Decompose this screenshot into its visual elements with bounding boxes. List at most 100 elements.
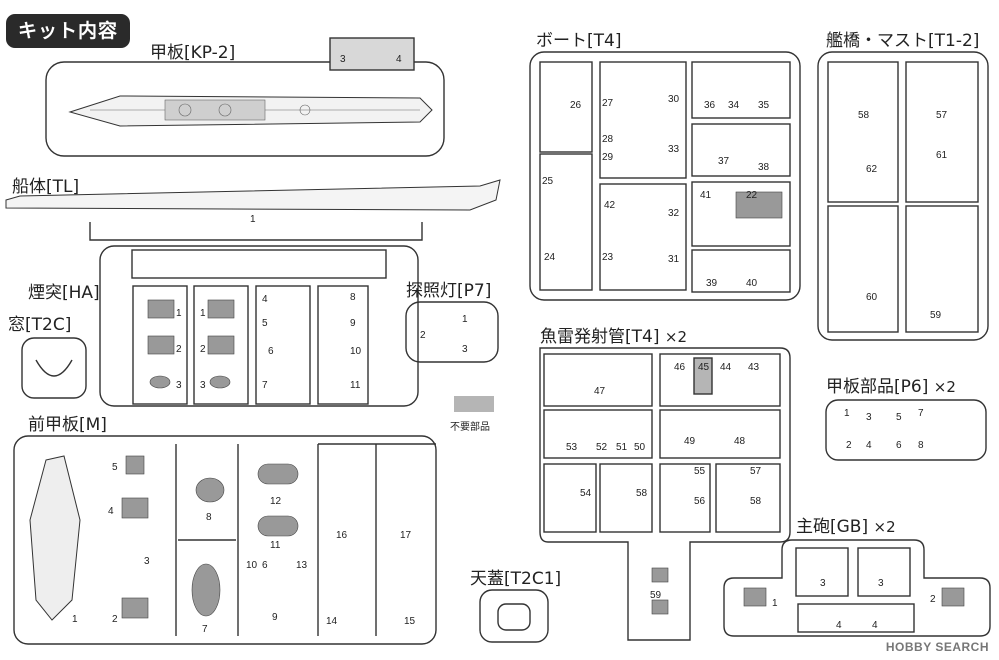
part-number-boat-5: 27: [602, 98, 614, 109]
deck-parts-sprue-frame: [825, 399, 987, 461]
part-number-funnel-0: 1: [176, 308, 182, 319]
main-gun-label: 主砲[GB] ×2: [796, 512, 896, 537]
part-number-torpedo-8: 51: [616, 442, 628, 453]
part-number-bridge_mast-4: 61: [936, 150, 948, 161]
searchlight-sprue-frame: [405, 301, 499, 363]
torpedo-multiplier: ×2: [664, 328, 687, 346]
deck-parts-label-text: 甲板部品[P6]: [826, 377, 929, 397]
part-number-foredeck-2: 3: [144, 556, 150, 567]
part-number-searchlight-1: 2: [420, 330, 426, 341]
part-number-boat-15: 37: [718, 156, 730, 167]
main-gun-multiplier: ×2: [873, 518, 896, 536]
part-number-foredeck-1: 2: [112, 614, 118, 625]
part-number-main_gun-4: 4: [836, 620, 842, 631]
torpedo-label: 魚雷発射管[T4] ×2: [540, 322, 687, 347]
part-number-foredeck-5: 6: [262, 560, 268, 571]
part-number-deck-0: 3: [340, 54, 346, 65]
part-number-torpedo-16: 58: [636, 488, 648, 499]
part-number-funnel-3: 1: [200, 308, 206, 319]
part-number-torpedo-1: 44: [720, 362, 732, 373]
foredeck-label: 前甲板[M]: [28, 415, 107, 435]
hull-part-shape: [5, 179, 501, 211]
window-label: 窓[T2C]: [8, 315, 72, 335]
part-number-foredeck-11: 12: [270, 496, 282, 507]
part-number-boat-2: 24: [544, 252, 556, 263]
bridge-mast-sprue-frame: [817, 51, 989, 341]
part-number-foredeck-10: 11: [270, 540, 281, 551]
part-number-funnel-2: 3: [176, 380, 182, 391]
unused-parts-label: 不要部品: [450, 422, 490, 433]
part-number-funnel-11: 9: [350, 318, 356, 329]
part-number-boat-13: 35: [758, 100, 770, 111]
part-number-torpedo-10: 53: [566, 442, 578, 453]
boat-label: ボート[T4]: [536, 31, 622, 51]
part-number-deck_parts-2: 3: [866, 412, 872, 423]
funnel-cell-3: [255, 285, 311, 405]
part-number-torpedo-14: 57: [750, 466, 762, 477]
part-number-boat-7: 29: [602, 152, 614, 163]
deck-label: 甲板[KP-2]: [150, 43, 236, 63]
unused-part-marker: [693, 357, 713, 395]
part-number-foredeck-3: 4: [108, 506, 114, 517]
part-number-torpedo-6: 49: [684, 436, 696, 447]
part-number-boat-17: 39: [706, 278, 718, 289]
part-number-boat-12: 34: [728, 100, 740, 111]
hull-label: 船体[TL]: [12, 177, 80, 197]
main-gun-label-text: 主砲[GB]: [796, 517, 869, 537]
part-number-torpedo-3: 46: [674, 362, 686, 373]
part-number-torpedo-2: 45: [698, 362, 710, 373]
part-number-boat-6: 28: [602, 134, 614, 145]
part-number-funnel-7: 5: [262, 318, 268, 329]
part-number-main_gun-1: 2: [930, 594, 936, 605]
part-number-boat-20: 42: [604, 200, 616, 211]
part-number-searchlight-0: 1: [462, 314, 468, 325]
part-number-torpedo-5: 48: [734, 436, 746, 447]
part-number-foredeck-7: 8: [206, 512, 212, 523]
part-number-deck_parts-3: 4: [866, 440, 872, 451]
boat-sprue-frame: [529, 51, 801, 301]
part-number-torpedo-15: 58: [750, 496, 762, 507]
part-number-deck_parts-6: 7: [918, 408, 924, 419]
part-number-deck_parts-5: 6: [896, 440, 902, 451]
part-number-foredeck-6: 7: [202, 624, 208, 635]
deck-parts-multiplier: ×2: [933, 378, 956, 396]
part-number-foredeck-8: 9: [272, 612, 278, 623]
part-number-torpedo-9: 52: [596, 442, 608, 453]
part-number-torpedo-4: 47: [594, 386, 606, 397]
canopy-sprue-frame: [479, 589, 549, 643]
part-number-foredeck-9: 10: [246, 560, 258, 571]
part-number-boat-16: 38: [758, 162, 770, 173]
part-number-deck-1: 4: [396, 54, 402, 65]
part-number-main_gun-5: 4: [872, 620, 878, 631]
bridge-mast-label: 艦橋・マスト[T1-2]: [826, 31, 980, 51]
part-number-boat-1: 23: [602, 252, 614, 263]
part-number-boat-19: 41: [700, 190, 712, 201]
deck-sprue-frame: [45, 61, 445, 157]
part-number-bridge_mast-3: 60: [866, 292, 878, 303]
part-number-boat-11: 33: [668, 144, 680, 155]
unused-parts-swatch: [454, 396, 494, 412]
part-number-hull-0: 1: [250, 214, 256, 225]
canopy-label: 天蓋[T2C1]: [470, 569, 562, 589]
torpedo-sprue-frame: [539, 347, 791, 641]
part-number-main_gun-3: 3: [878, 578, 884, 589]
part-number-boat-10: 32: [668, 208, 680, 219]
part-number-funnel-12: 10: [350, 346, 362, 357]
part-number-boat-0: 22: [746, 190, 758, 201]
part-number-deck_parts-1: 2: [846, 440, 852, 451]
part-number-funnel-1: 2: [176, 344, 182, 355]
part-number-foredeck-16: 17: [400, 530, 412, 541]
part-number-boat-8: 30: [668, 94, 680, 105]
part-number-funnel-13: 11: [350, 380, 361, 391]
part-number-deck_parts-7: 8: [918, 440, 924, 451]
kit-contents-title: キット内容: [6, 14, 130, 48]
part-number-torpedo-7: 50: [634, 442, 646, 453]
hull-sprue-frame: [89, 222, 423, 241]
window-sprue-frame: [21, 337, 87, 399]
part-number-torpedo-12: 55: [694, 466, 706, 477]
funnel-cell-2: [193, 285, 249, 405]
torpedo-label-text: 魚雷発射管[T4]: [540, 327, 660, 347]
part-number-deck_parts-0: 1: [844, 408, 850, 419]
hobby-search-watermark: HOBBY SEARCH: [885, 640, 989, 654]
